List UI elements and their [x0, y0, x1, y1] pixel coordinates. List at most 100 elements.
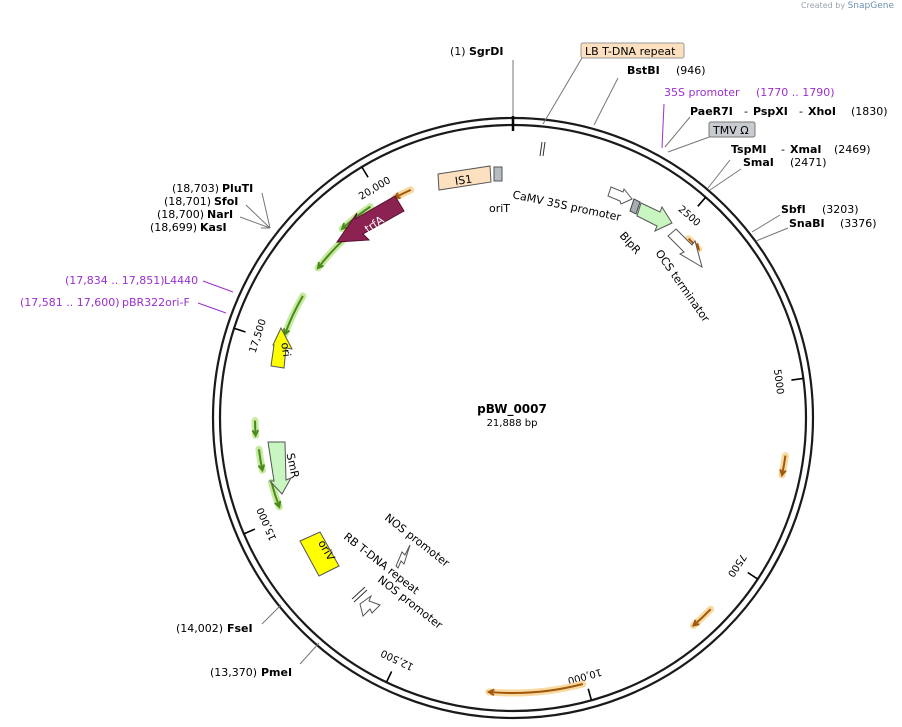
site-pmei-name[interactable]: PmeI — [261, 666, 292, 679]
smai-leader — [709, 168, 742, 191]
lb-repeat-mark-2 — [542, 141, 546, 157]
pluti-leader — [261, 192, 271, 229]
is1-feature[interactable] — [437, 165, 492, 191]
primer-35s-name[interactable]: 35S promoter — [664, 86, 740, 99]
ori-feature[interactable] — [270, 326, 293, 369]
smr-label: SmR — [284, 452, 302, 480]
tick-label: 12,500 — [379, 647, 415, 672]
tick-mark — [587, 688, 593, 701]
site-xmai-name[interactable]: XmaI — [790, 143, 821, 156]
orf-arrow[interactable] — [317, 239, 344, 269]
site-bstbi-pos: (946) — [676, 64, 706, 77]
blpr-feature[interactable] — [636, 202, 673, 232]
orf-arrow[interactable] — [283, 295, 304, 335]
tick-label: 20,000 — [357, 175, 393, 202]
site-nari-pos: (18,700) — [157, 208, 204, 221]
plasmid-name: pBW_0007 — [477, 402, 547, 417]
tick-label: 15,000 — [255, 506, 279, 542]
tmv-label: TMV Ω — [712, 124, 749, 137]
orf-arrowhead — [340, 222, 349, 231]
site-sep-3: - — [781, 143, 785, 156]
xhoi-leader — [664, 116, 691, 148]
site-tspmi-name[interactable]: TspMI — [731, 143, 767, 156]
orf-arrowhead — [274, 500, 282, 509]
site-paer7i-name[interactable]: PaeR7I — [690, 105, 733, 118]
primer-l4440-name[interactable]: L4440 — [164, 274, 198, 287]
site-snabi-pos: (3376) — [840, 217, 877, 230]
site-pluti-name[interactable]: PluTI — [222, 182, 253, 195]
tick-label: 5000 — [771, 369, 785, 396]
credit-prefix: Created by — [801, 1, 846, 10]
pmei-leader — [299, 642, 320, 665]
site-kasi-name[interactable]: KasI — [200, 221, 227, 234]
xmai-leader — [707, 159, 731, 189]
orf-arrowhead — [779, 469, 787, 478]
snapgene-logo: SnapGene — [847, 1, 894, 11]
sbfi-leader — [751, 214, 781, 233]
tick-mark — [791, 377, 804, 381]
site-pspxi-name[interactable]: PspXI — [753, 105, 788, 118]
primer-l4440-range: (17,834 .. 17,851) — [65, 274, 165, 287]
site-nari-name[interactable]: NarI — [207, 208, 233, 221]
orit-feature[interactable] — [493, 166, 503, 182]
nos-promoter-1-arrow[interactable] — [395, 544, 411, 569]
site-bstbi-name[interactable]: BstBI — [627, 64, 660, 77]
site-sbfi-name[interactable]: SbfI — [781, 203, 806, 216]
sfoi-leader — [245, 204, 271, 229]
nos-promoter-1-label: NOS promoter — [382, 511, 452, 570]
tmv-label-box[interactable] — [708, 121, 756, 138]
rb-repeat-mark-1 — [351, 586, 366, 600]
tick-mark — [697, 196, 707, 207]
lb-repeat-label-box[interactable] — [580, 42, 685, 59]
site-kasi-pos: (18,699) — [150, 221, 197, 234]
primer-pbr322-name[interactable]: pBR322ori-F — [122, 296, 190, 309]
camv-label: CaMV 35S promoter — [511, 188, 622, 224]
trfa-feature[interactable] — [336, 195, 405, 243]
site-smai-name[interactable]: SmaI — [743, 156, 774, 169]
orf-arrowhead — [316, 261, 324, 270]
camv-promoter-arrow[interactable] — [607, 186, 633, 205]
primer-pbr322-range: (17,581 .. 17,600) — [20, 296, 120, 309]
site-sep-1: - — [744, 105, 748, 118]
site-pmei-pos: (13,370) — [210, 666, 257, 679]
tick-mark — [233, 327, 246, 333]
tick-label: 2500 — [676, 204, 702, 229]
ori-label: ori — [278, 342, 293, 358]
bstbi-leader — [593, 77, 619, 126]
site-sfoi-name[interactable]: SfoI — [214, 195, 238, 208]
orf-arrowhead — [257, 464, 266, 473]
snapgene-credit: Created by SnapGene — [801, 1, 894, 11]
tmv-feature[interactable] — [629, 198, 641, 215]
ocs-label: OCS terminator — [653, 247, 713, 325]
tmv-leader — [667, 135, 713, 153]
ocs-terminator-feature[interactable] — [667, 228, 703, 269]
site-sgrdi-pos: (1) — [450, 45, 466, 58]
lb-repeat-label: LB T-DNA repeat — [585, 45, 676, 58]
site-snabi-name[interactable]: SnaBI — [789, 217, 825, 230]
orf-arrow[interactable] — [488, 683, 584, 694]
orf-arrowhead — [691, 619, 700, 627]
site-fsei-name[interactable]: FseI — [227, 622, 253, 635]
tick-mark — [243, 528, 256, 535]
site-sbfi-pos: (3203) — [822, 203, 859, 216]
site-xhoi-name[interactable]: XhoI — [808, 105, 836, 118]
site-xmai-pos: (2469) — [834, 143, 871, 156]
oriv-feature[interactable] — [299, 531, 340, 577]
primer-35s-leader — [661, 103, 665, 149]
primer-35s-range: (1770 .. 1790) — [756, 86, 835, 99]
blpr-label: BlpR — [617, 229, 644, 257]
snabi-leader — [755, 227, 789, 242]
tick-mark — [361, 166, 369, 178]
orf-arrowhead — [486, 688, 495, 697]
site-sgrdi-name[interactable]: SgrDI — [469, 45, 503, 58]
orf-arrows — [251, 186, 789, 697]
site-pluti-pos: (18,703) — [172, 182, 219, 195]
tick-label: 17,500 — [248, 318, 269, 355]
position-ticks: 25005000750010,00012,50015,00017,50020,0… — [233, 166, 804, 701]
lb-repeat-mark-1 — [539, 141, 543, 157]
lb-repeat-leader — [542, 57, 583, 125]
orf-arrow[interactable] — [692, 608, 712, 627]
smr-feature[interactable] — [267, 441, 293, 495]
nos-promoter-2-arrow[interactable] — [359, 594, 381, 617]
orf-arrowhead — [251, 429, 260, 438]
